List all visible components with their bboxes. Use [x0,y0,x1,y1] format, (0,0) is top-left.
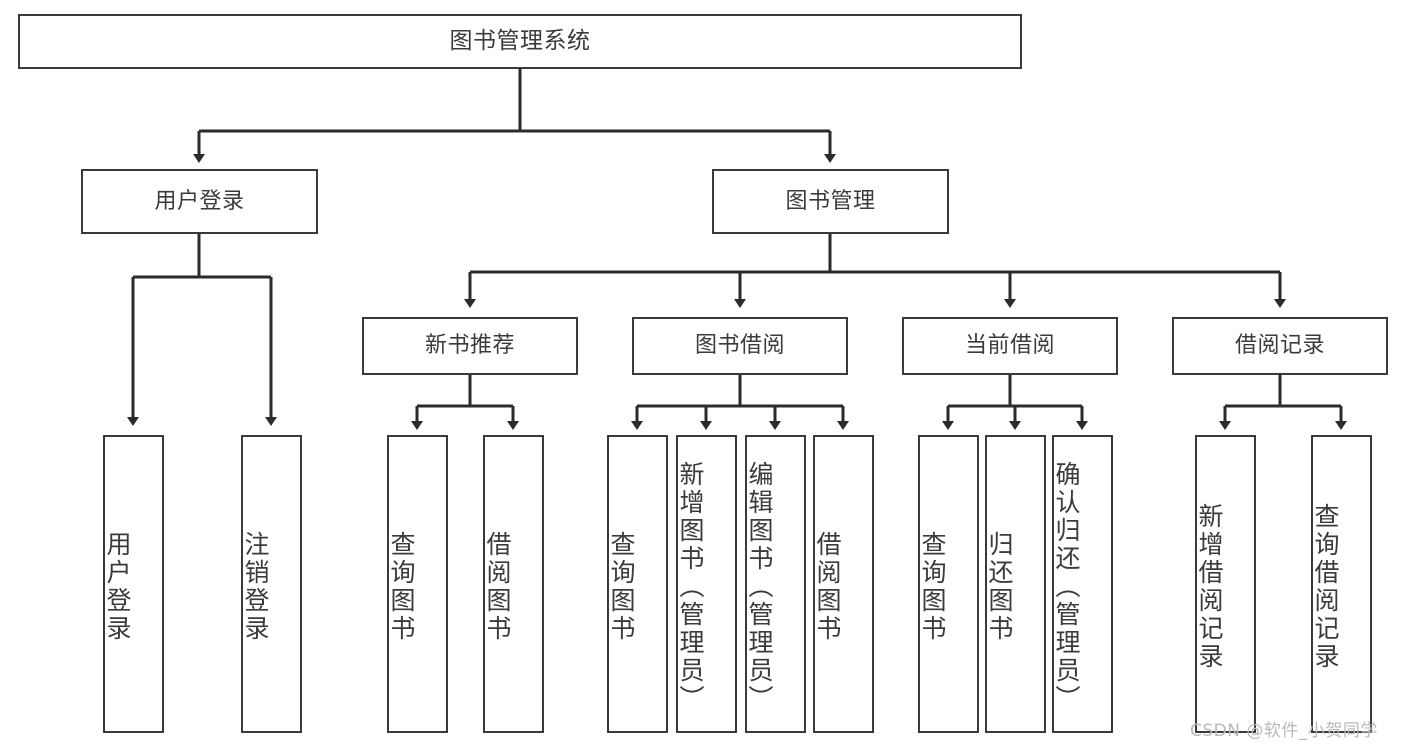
node-book-borrow[interactable]: 图书借阅 [632,317,848,375]
node-label: 新书推荐 [424,333,515,359]
node-label: 查询图书 [607,531,636,643]
node-leaf-confirm-return[interactable]: 确认归还（管理员） [1052,435,1113,733]
node-leaf-add-borrow-record[interactable]: 新增借阅记录 [1195,435,1256,733]
node-user-login[interactable]: 用户登录 [81,169,318,234]
node-new-book-recommend[interactable]: 新书推荐 [362,317,578,375]
node-borrow-record[interactable]: 借阅记录 [1172,317,1388,375]
node-label: 查询图书 [918,531,947,643]
node-label: 确认归还（管理员） [1052,461,1081,713]
node-leaf-user-login[interactable]: 用户登录 [103,435,164,733]
node-label: 用户登录 [154,188,245,214]
node-leaf-query-borrow-record[interactable]: 查询借阅记录 [1311,435,1372,733]
node-label: 查询借阅记录 [1311,503,1340,671]
node-leaf-logout[interactable]: 注销登录 [241,435,302,733]
node-leaf-query-book-a[interactable]: 查询图书 [387,435,448,733]
node-leaf-query-book-b[interactable]: 查询图书 [607,435,668,733]
node-label: 编辑图书（管理员） [745,461,774,713]
node-label: 图书管理系统 [449,28,591,55]
node-label: 借阅图书 [813,531,842,643]
node-root-system[interactable]: 图书管理系统 [18,14,1022,69]
node-label: 查询图书 [387,531,416,643]
node-label: 当前借阅 [964,333,1055,359]
node-label: 归还图书 [985,531,1014,643]
node-book-manage[interactable]: 图书管理 [712,169,949,234]
node-leaf-borrow-book-a[interactable]: 借阅图书 [483,435,544,733]
node-label: 用户登录 [103,531,132,643]
node-label: 借阅图书 [483,531,512,643]
node-leaf-add-book[interactable]: 新增图书（管理员） [676,435,737,733]
node-label: 图书管理 [785,188,876,214]
node-label: 新增图书（管理员） [676,461,705,713]
node-label: 借阅记录 [1234,333,1325,359]
node-leaf-return-book[interactable]: 归还图书 [985,435,1046,733]
node-leaf-borrow-book-b[interactable]: 借阅图书 [813,435,874,733]
node-label: 图书借阅 [694,333,785,359]
csdn-watermark: CSDN @软件_小贺同学 [1190,721,1378,741]
node-label: 注销登录 [241,531,270,643]
node-leaf-edit-book[interactable]: 编辑图书（管理员） [745,435,806,733]
node-current-borrow[interactable]: 当前借阅 [902,317,1118,375]
node-leaf-query-book-c[interactable]: 查询图书 [918,435,979,733]
node-label: 新增借阅记录 [1195,503,1224,671]
